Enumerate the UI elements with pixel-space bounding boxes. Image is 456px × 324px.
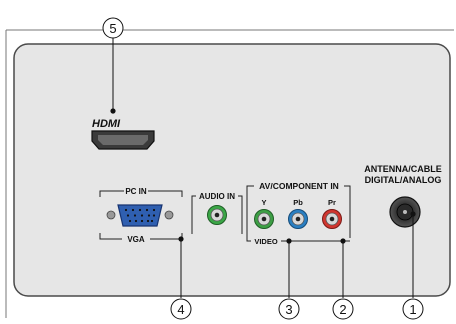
callout-4: 4 [170, 298, 192, 320]
audio-in-jack [207, 205, 227, 225]
audio-in-group: AUDIO IN [191, 192, 243, 234]
hdmi-logo: HDMI [92, 118, 121, 130]
pc-in-label: PC IN [125, 187, 147, 196]
antenna-label-line2: DIGITAL/ANALOG [365, 175, 442, 185]
svg-text:4: 4 [177, 302, 184, 317]
callout-5: 5 [102, 17, 124, 39]
audio-in-label: AUDIO IN [199, 192, 235, 201]
pb-label: Pb [293, 198, 303, 207]
antenna-connector [389, 196, 421, 228]
vga-port [106, 204, 174, 227]
video-label: VIDEO [254, 237, 278, 246]
av-component-group: AV/COMPONENT IN VIDEO [246, 181, 351, 246]
hdmi-port: HDMI [91, 118, 155, 150]
pr-label: Pr [328, 198, 336, 207]
vga-label: VGA [127, 235, 145, 244]
av-component-label: AV/COMPONENT IN [259, 181, 339, 191]
callout-2: 2 [332, 298, 354, 320]
y-label: Y [261, 198, 266, 207]
svg-text:5: 5 [109, 21, 116, 36]
connector-panel [13, 43, 451, 297]
rca-pr-jack [322, 209, 342, 229]
rca-y-jack [254, 209, 274, 229]
callout-3: 3 [278, 298, 300, 320]
antenna-label-line1: ANTENNA/CABLE [364, 164, 442, 174]
rca-pb-jack [288, 209, 308, 229]
svg-text:1: 1 [409, 302, 416, 317]
svg-text:3: 3 [285, 302, 292, 317]
callout-1: 1 [402, 298, 424, 320]
svg-text:2: 2 [339, 302, 346, 317]
